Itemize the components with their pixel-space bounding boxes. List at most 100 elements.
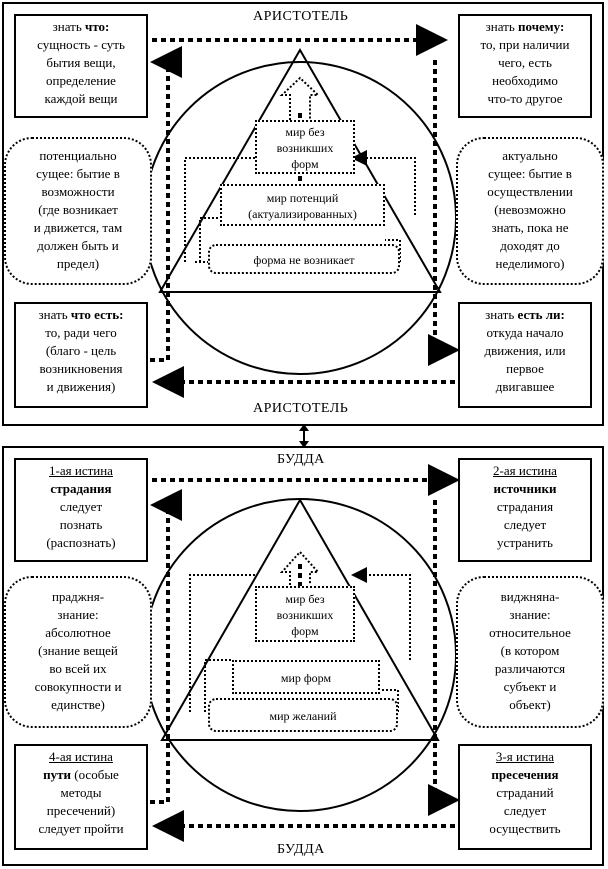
text: 3-я истина (495, 749, 555, 764)
text: то, при наличии (480, 37, 570, 52)
text: актуально (502, 148, 558, 163)
inner-form-does-not-arise: форма не возникает (208, 244, 400, 274)
text: и движется, там (33, 220, 123, 235)
arrow-truth4-to-truth1 (150, 489, 182, 804)
text: что есть: (70, 307, 124, 322)
text: методы (60, 785, 102, 800)
text: необходимо (492, 73, 558, 88)
text: пресечений) (46, 803, 116, 818)
text: знать (485, 307, 518, 322)
text: страдания (50, 481, 112, 496)
box-potential-being: потенциально сущее: бытие в возможности … (4, 137, 152, 285)
text: познать (59, 517, 103, 532)
text: виджняна- (500, 589, 560, 604)
text: форм (291, 157, 319, 171)
text: определение (46, 73, 116, 88)
text: осуществить (489, 821, 561, 836)
text: субъект и (503, 679, 557, 694)
text: пресечения (491, 767, 559, 782)
aristotle-triangle (158, 48, 442, 293)
text: знать, пока не (491, 220, 569, 235)
text: должен быть и (37, 238, 119, 253)
text: знать (52, 19, 85, 34)
text: (невозможно (494, 202, 566, 217)
box-prajna-knowledge: праджня- знание: абсолютное (знание веще… (4, 576, 152, 728)
text: форм (291, 624, 319, 638)
text: следует (503, 803, 547, 818)
text: знать (38, 307, 71, 322)
text: мир без (285, 592, 325, 606)
text: (где возникает (38, 202, 118, 217)
box-actual-being: актуально сущее: бытие в осуществлении (… (456, 137, 604, 285)
inner-world-without-forms: мир без возникших форм (255, 120, 355, 174)
text: сущность - суть (37, 37, 125, 52)
box-truth-4: 4-ая истина пути (особые методы пресечен… (14, 744, 148, 850)
arrow-whatis-to-what (150, 46, 182, 362)
text: различаются (494, 661, 566, 676)
text: следует (59, 499, 103, 514)
arrow-why-to-isit (428, 60, 460, 366)
inner-up-arrow-head (279, 76, 321, 120)
text: следует (503, 517, 547, 532)
text: (знание вещей (38, 643, 118, 658)
text: (благо - цель (45, 343, 117, 358)
aristotle-title-top: АРИСТОТЕЛЬ (249, 9, 353, 25)
text: есть ли: (517, 307, 565, 322)
text: 1-ая истина (49, 463, 113, 478)
text: 4-ая истина (49, 749, 113, 764)
arrow-truth2-to-truth3 (428, 500, 460, 816)
buddha-inner-up-arrow-head (279, 550, 321, 585)
text: то, ради чего (45, 325, 117, 340)
text: возникших (276, 141, 334, 155)
text: знание: (57, 607, 99, 622)
text: пути (43, 767, 72, 782)
box-know-what-is: знать что есть: то, ради чего (благо - ц… (14, 302, 148, 408)
box-truth-3: 3-я истина пресечения страданий следует … (458, 744, 592, 850)
aristotle-title-bottom: АРИСТОТЕЛЬ (249, 401, 353, 417)
text: совокупности и (34, 679, 122, 694)
text: (особые (71, 767, 119, 782)
text: что: (85, 19, 110, 34)
text: двигавшее (495, 379, 555, 394)
text: движения, или (484, 343, 566, 358)
text: каждой вещи (44, 91, 118, 106)
text: возникновения (39, 361, 123, 376)
text: первое (506, 361, 544, 376)
text: предел) (56, 256, 100, 271)
text: объект) (509, 697, 551, 712)
box-truth-2: 2-ая истина источники страдания следует … (458, 458, 592, 562)
inner-world-of-potentials: мир потенций (актуализированных) (220, 184, 385, 226)
box-know-what: знать что: сущность - суть бытия вещи, о… (14, 14, 148, 118)
text: 2-ая истина (493, 463, 557, 478)
text: чего, есть (498, 55, 552, 70)
text: следует пройти (38, 821, 124, 836)
text: что-то другое (487, 91, 563, 106)
box-vijnana-knowledge: виджняна- знание: относительное (в котор… (456, 576, 604, 728)
text: сущее: бытие в (36, 166, 120, 181)
text: знание: (509, 607, 551, 622)
text: форма не возникает (253, 253, 355, 267)
text: бытия вещи, (46, 55, 116, 70)
box-know-is-it: знать есть ли: откуда начало движения, и… (458, 302, 592, 408)
box-know-why: знать почему: то, при наличии чего, есть… (458, 14, 592, 118)
text: единстве) (51, 697, 105, 712)
text: потенциально (39, 148, 117, 163)
text: возможности (41, 184, 115, 199)
buddha-inner-world-of-forms: мир форм (232, 660, 380, 694)
text: неделимого) (495, 256, 565, 271)
text: почему: (518, 19, 565, 34)
box-truth-1: 1-ая истина страдания следует познать (р… (14, 458, 148, 562)
text: знать (485, 19, 519, 34)
text: во всей их (49, 661, 107, 676)
buddha-inner-world-of-desires: мир желаний (208, 698, 398, 732)
text: доходят до (500, 238, 560, 253)
text: откуда начало (486, 325, 564, 340)
text: абсолютное (45, 625, 111, 640)
text: источники (493, 481, 557, 496)
text: страдания (496, 499, 554, 514)
buddha-triangle (160, 497, 440, 741)
text: мир потенций (266, 191, 339, 205)
text: (в котором (500, 643, 560, 658)
text: (актуализированных) (248, 207, 357, 221)
text: сущее: бытие в (488, 166, 572, 181)
